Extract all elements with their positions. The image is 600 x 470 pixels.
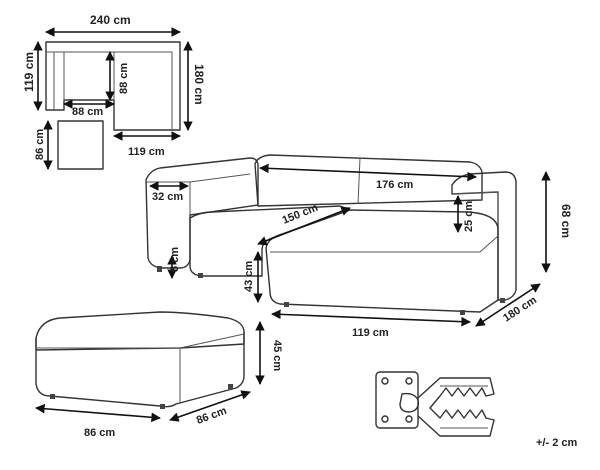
sofa-right-arm-seam: [451, 191, 499, 300]
arrow-icon: [259, 163, 477, 182]
sofa-back-seam: [357, 157, 361, 205]
clip-teeth: [417, 377, 495, 437]
arrow-icon: [257, 206, 351, 246]
plan-ottoman: [57, 120, 104, 170]
connector-clip-icon: [375, 371, 495, 437]
dim-plan-seat-width: 88 cm: [72, 106, 103, 118]
plan-view: 240 cm 119 cm 180 cm 88 cm 88 cm 86 cm 1…: [22, 13, 206, 170]
dim-plan-depth-right: 180 cm: [192, 64, 206, 105]
arrow-icon: [475, 283, 541, 327]
dim-plan-seat-depth: 88 cm: [118, 63, 130, 94]
dim-ottoman-plan-width: 119 cm: [128, 146, 165, 158]
sofa-leg: [198, 273, 203, 278]
dim-leg-height: 5 cm: [169, 247, 181, 272]
sofa-leg: [500, 298, 505, 303]
arrow-icon: [271, 309, 471, 327]
ottoman-leg: [50, 394, 55, 399]
ottoman-body: [35, 331, 245, 408]
dim-total-depth: 180 cm: [501, 294, 539, 325]
arrow-icon: [169, 390, 251, 422]
sofa-leg: [460, 310, 465, 315]
ottoman-leg: [228, 384, 233, 389]
dim-ottoman-height: 45 cm: [271, 340, 283, 371]
sofa-leg: [284, 302, 289, 307]
dim-ottoman-width: 86 cm: [84, 427, 115, 439]
sofa-chaise-seam: [270, 235, 499, 253]
ottoman-top: [35, 311, 245, 351]
ottoman-3d-view: 45 cm 86 cm 86 cm: [35, 311, 283, 439]
dim-arm-width: 32 cm: [152, 191, 183, 203]
sofa-leg: [157, 266, 162, 272]
sofa-right-armrest: [451, 171, 517, 301]
dim-seat-height: 43 cm: [243, 261, 255, 292]
plan-outline: [45, 41, 181, 131]
plan-backrest: [46, 51, 173, 130]
dim-back-width: 176 cm: [376, 179, 414, 191]
dim-ottoman-depth: 86 cm: [195, 405, 229, 427]
clip-hook: [399, 392, 420, 413]
dim-back-cushion-height: 25 cm: [463, 201, 475, 232]
dim-total-height: 68 cm: [559, 204, 573, 238]
dim-plan-depth-left: 119 cm: [22, 52, 36, 92]
sofa-3d-view: 32 cm 176 cm 150 cm 25 cm 68 cm 5 cm 43 …: [145, 154, 573, 339]
dim-plan-width: 240 cm: [90, 13, 131, 27]
tolerance-note: +/- 2 cm: [536, 437, 577, 449]
ottoman-leg: [160, 404, 165, 409]
dim-ottoman-plan-depth: 86 cm: [34, 129, 46, 160]
dim-chaise-length: 119 cm: [352, 327, 389, 339]
sofa-backrest: [254, 154, 483, 207]
arrow-icon: [35, 403, 161, 423]
